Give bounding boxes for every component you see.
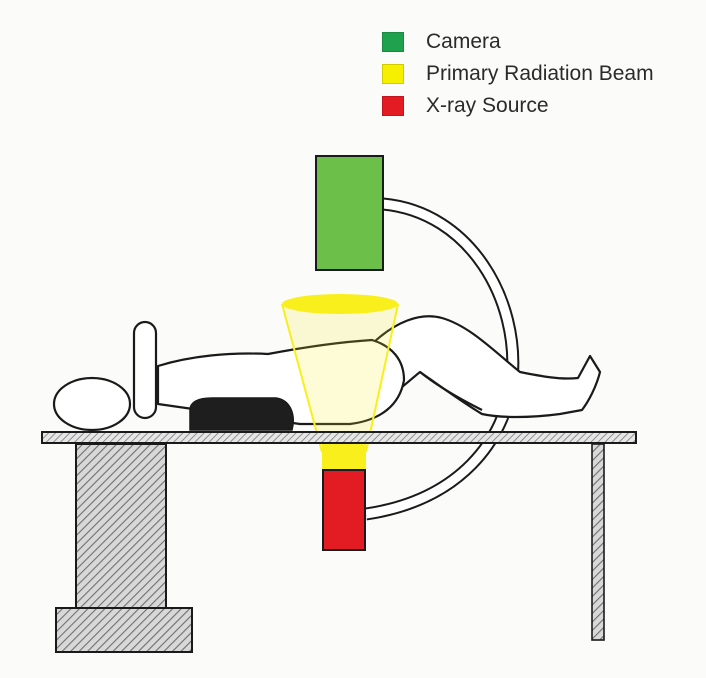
patient-head: [52, 376, 132, 432]
legend-item-beam: Primary Radiation Beam: [382, 58, 654, 90]
legend: Camera Primary Radiation Beam X-ray Sour…: [382, 26, 654, 122]
legend-label-camera: Camera: [426, 30, 501, 53]
table-leg: [591, 443, 605, 641]
table-pedestal: [75, 443, 167, 609]
beam-field: [282, 294, 398, 314]
radiation-beam: [281, 294, 399, 470]
patient-arm: [132, 320, 158, 420]
legend-item-camera: Camera: [382, 26, 654, 58]
legend-label-beam: Primary Radiation Beam: [426, 62, 654, 85]
legend-swatch-beam: [382, 64, 404, 84]
legend-item-source: X-ray Source: [382, 90, 654, 122]
legend-swatch-camera: [382, 32, 404, 52]
support-pad: [189, 397, 294, 431]
x-ray-source: [322, 469, 366, 551]
beam-exit: [322, 444, 366, 470]
table-top: [41, 431, 637, 444]
legend-label-source: X-ray Source: [426, 94, 549, 117]
legend-swatch-source: [382, 96, 404, 116]
camera: [315, 155, 384, 271]
patient-legs: [370, 315, 602, 419]
table-base: [55, 607, 193, 653]
